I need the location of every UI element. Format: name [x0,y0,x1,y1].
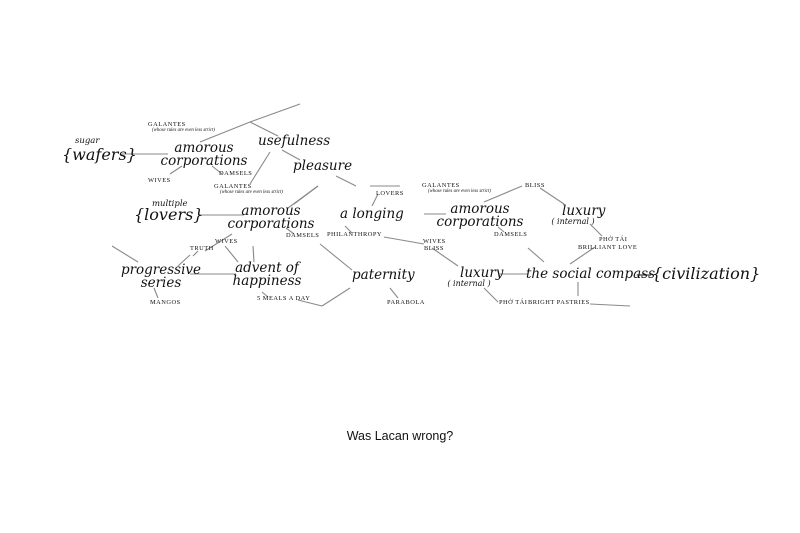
label-pho-tai-bottom: PHỞ TÁI [499,299,528,306]
node-usefulness: usefulness [258,133,331,149]
label-wives-1: WIVES [148,177,171,184]
node-pleasure: pleasure [293,158,353,174]
label-wives-2: WIVES [215,238,238,245]
amorous-word-2: amorous [241,203,301,219]
amorous-word-3: amorous [450,201,510,217]
corporations-word-2: corporations [227,216,315,232]
label-galantes-note-1: (whose rules are even less strict) [152,128,215,133]
wire-damsels [211,165,223,175]
wire-wives-luxury [431,247,459,267]
wire-philanthropy-paternity [319,243,353,271]
label-lovers: LOVERS [376,190,404,197]
progressive-word: progressive [120,262,202,278]
label-bright-pastries: BRIGHT PASTRIES [528,299,590,306]
amorous-word-1: amorous [174,140,234,156]
wire-series-mangos [153,287,159,299]
wire-bliss-luxury [539,187,565,205]
advent-word: advent of [235,260,299,276]
wire-top-usefulness [249,121,279,137]
node-paternity: paternity [352,267,415,283]
wire-damsels-left [285,227,295,235]
node-luxury-top: luxury [562,203,606,219]
wire-top-right [249,103,301,123]
label-damsels-3: DAMSELS [494,231,528,238]
node-amorous-corporations-3: amorous corporations [436,201,524,230]
wire-meals [261,291,269,298]
wire-galantes-top [199,121,251,143]
label-sugar: sugar [75,136,100,146]
wire-luxury-pho [589,223,603,237]
wire-wives-truth [204,233,233,252]
wire-paternity-meals [321,287,351,307]
label-internal-top: ( internal ) [551,217,595,226]
node-social-compass: the social compass [526,266,656,282]
wire-damsels-compass [527,247,545,263]
label-meals: 5 MEALS A DAY [257,295,311,302]
wire-pleasure-lovers [335,175,357,187]
wire-usefulness-pleasure [281,149,301,161]
node-a-longing: a longing [340,206,404,222]
node-civilization: —{civilization} [636,264,761,283]
node-progressive-series: progressive series [118,262,204,291]
label-galantes-2: GALANTES [214,183,252,190]
node-wafers: {wafers} [62,145,137,164]
node-amorous-corporations-1: amorous corporations [160,140,248,169]
wire-luxury-pho-bottom [483,287,499,303]
label-wives-3: WIVES [423,238,446,245]
wire-advent-up [252,245,255,263]
node-amorous-corporations-2: amorous corporations [226,203,316,232]
label-damsels-1: DAMSELS [219,170,253,177]
wire-left-diag [111,245,139,263]
wire-wives [169,165,183,175]
node-lovers: {lovers} [134,205,204,224]
label-damsels-2: DAMSELS [286,232,320,239]
wire-lovers-right [293,185,319,205]
label-pho-tai-top: PHỞ TÁI [599,236,628,243]
label-truth: TRUTH [190,245,214,252]
node-advent-happiness: advent of happiness [226,260,308,289]
label-mangos: MANGOS [150,299,181,306]
wire-paternity-parabola [389,287,399,299]
wire-meals-right [297,299,323,307]
wire-wives-advent [224,245,239,263]
wire-truth-progressive [177,254,191,267]
wire-pastries [589,303,631,307]
wire-pho-compass [569,246,596,265]
wire-longing-philanthropy [344,225,353,234]
label-parabola: PARABOLA [387,299,425,306]
wire-lovers-longing [371,193,379,207]
happiness-word: happiness [232,273,302,289]
label-brilliant-love: BRILLIANT LOVE [578,244,638,251]
label-internal-bottom: ( internal ) [447,279,491,288]
corporations-word-1: corporations [160,153,248,169]
label-galantes-note-3: (whose rules are even less strict) [428,189,491,194]
label-galantes-3: GALANTES [422,182,460,189]
wire-truth-down [192,250,199,257]
wire-philanthropy-wives [383,236,425,245]
caption: Was Lacan wrong? [346,429,454,443]
label-philanthropy: PHILANTHROPY [327,231,382,238]
corporations-word-3: corporations [436,214,524,230]
label-bliss-top: BLISS [525,182,545,189]
wire-damsels-right [497,226,505,233]
label-galantes-1: GALANTES [148,121,186,128]
label-galantes-note-2: (whose rules are even less strict) [220,190,283,195]
wire-usefulness-galantes [249,151,271,185]
series-word: series [140,275,182,291]
node-luxury-bottom: luxury [460,265,504,281]
label-multiple: multiple [152,199,188,209]
label-bliss-bottom: BLISS [424,245,444,252]
wire-galantes-bliss [483,185,523,203]
